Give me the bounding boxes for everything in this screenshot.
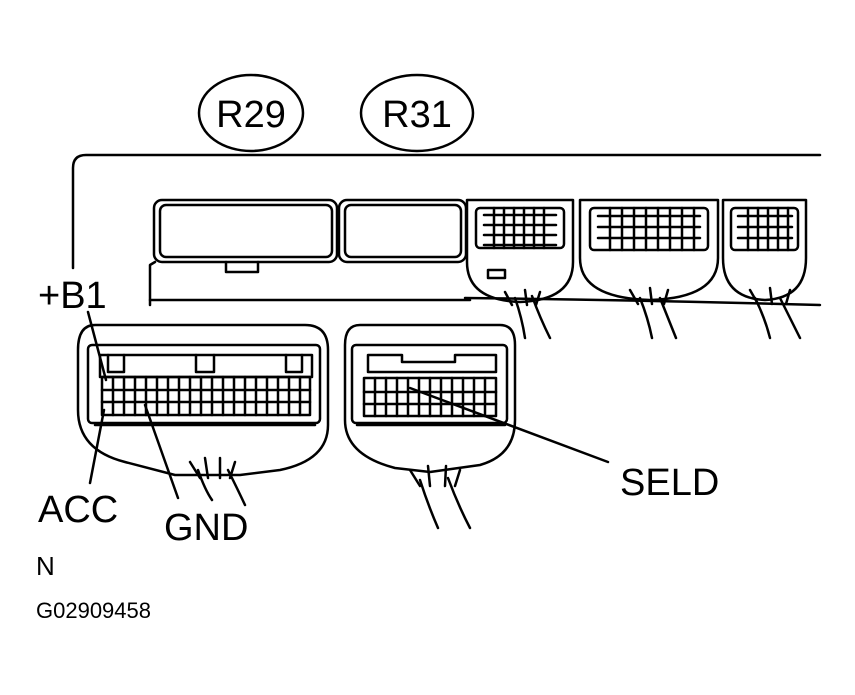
connector-left xyxy=(76,323,330,507)
terminal-label-seld: SELD xyxy=(620,462,719,504)
connector-label-r31: R31 xyxy=(359,73,475,153)
socket-r29 xyxy=(152,198,339,274)
svg-text:R31: R31 xyxy=(382,94,452,136)
leader-seld xyxy=(408,386,610,464)
socket-r31 xyxy=(337,198,468,264)
svg-text:R29: R29 xyxy=(216,94,286,136)
view-marker: N xyxy=(36,551,55,581)
terminal-label-gnd: GND xyxy=(164,507,248,549)
leader-lines xyxy=(86,310,610,500)
figure-id: G02909458 xyxy=(36,598,151,623)
terminal-label-b1: +B1 xyxy=(38,275,107,317)
connector-right xyxy=(343,323,517,530)
upper-connector-3 xyxy=(465,198,575,340)
connector-label-r29: R29 xyxy=(197,73,305,153)
leader-acc xyxy=(88,408,106,485)
upper-connector-4 xyxy=(578,198,720,340)
leader-gnd xyxy=(143,403,180,500)
terminal-label-acc: ACC xyxy=(38,489,118,531)
upper-connector-5 xyxy=(721,198,808,340)
leader-b1 xyxy=(86,310,108,382)
